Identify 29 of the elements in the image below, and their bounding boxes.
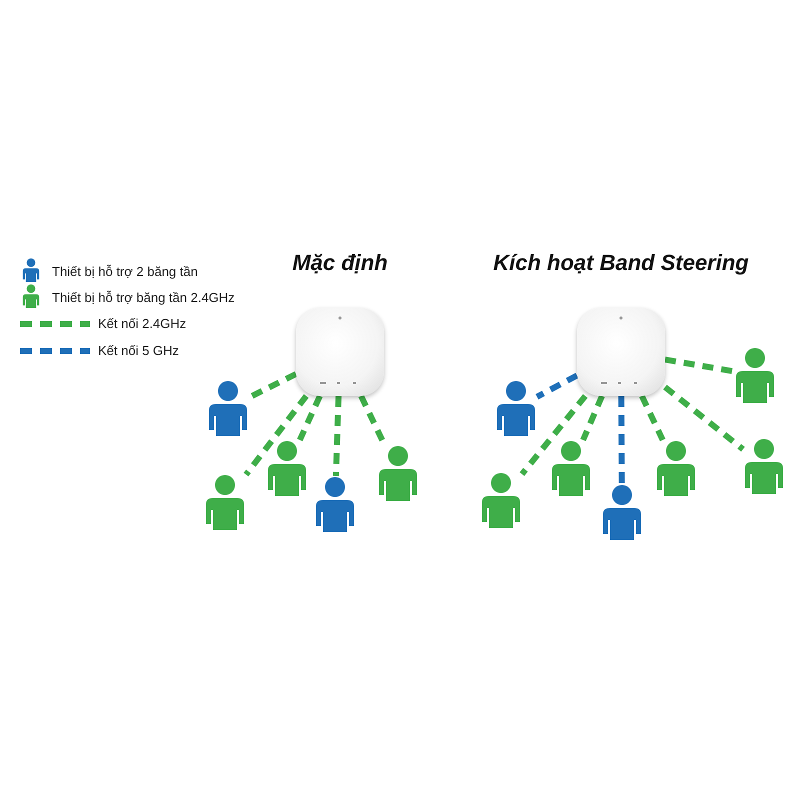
person-icon [550,440,592,496]
dashed-connection-line [618,396,625,484]
dashed-connection-line [580,394,605,442]
panel-heading: Kích hoạt Band Steering [493,250,749,276]
legend-text: Thiết bị hỗ trợ 2 băng tần [52,264,198,279]
dashed-connection-line [297,394,323,442]
person-icon [480,472,522,528]
legend-text: Kết nối 5 GHz [98,343,179,358]
person-icon [314,476,356,532]
dashed-connection-line [244,394,309,476]
person-icon [377,445,419,501]
dashed-connection-line [332,396,342,476]
person-icon [601,484,643,540]
access-point-drawing [296,308,384,396]
person-icon [204,474,246,530]
dashed-connection-line [664,356,734,374]
person-icon [734,347,776,403]
dashed-connection-line [663,384,745,452]
person-icon [743,438,785,494]
person-icon [655,440,697,496]
dashed-connection-line [536,372,578,400]
access-point-drawing [577,308,665,396]
panel-heading: Mặc định [292,250,388,276]
dashed-connection-line [520,394,588,476]
person-icon [207,380,249,436]
legend-text: Kết nối 2.4GHz [98,316,186,331]
person-icon [266,440,308,496]
person-icon [495,380,537,436]
legend-text: Thiết bị hỗ trợ băng tần 2.4GHz [52,290,235,305]
